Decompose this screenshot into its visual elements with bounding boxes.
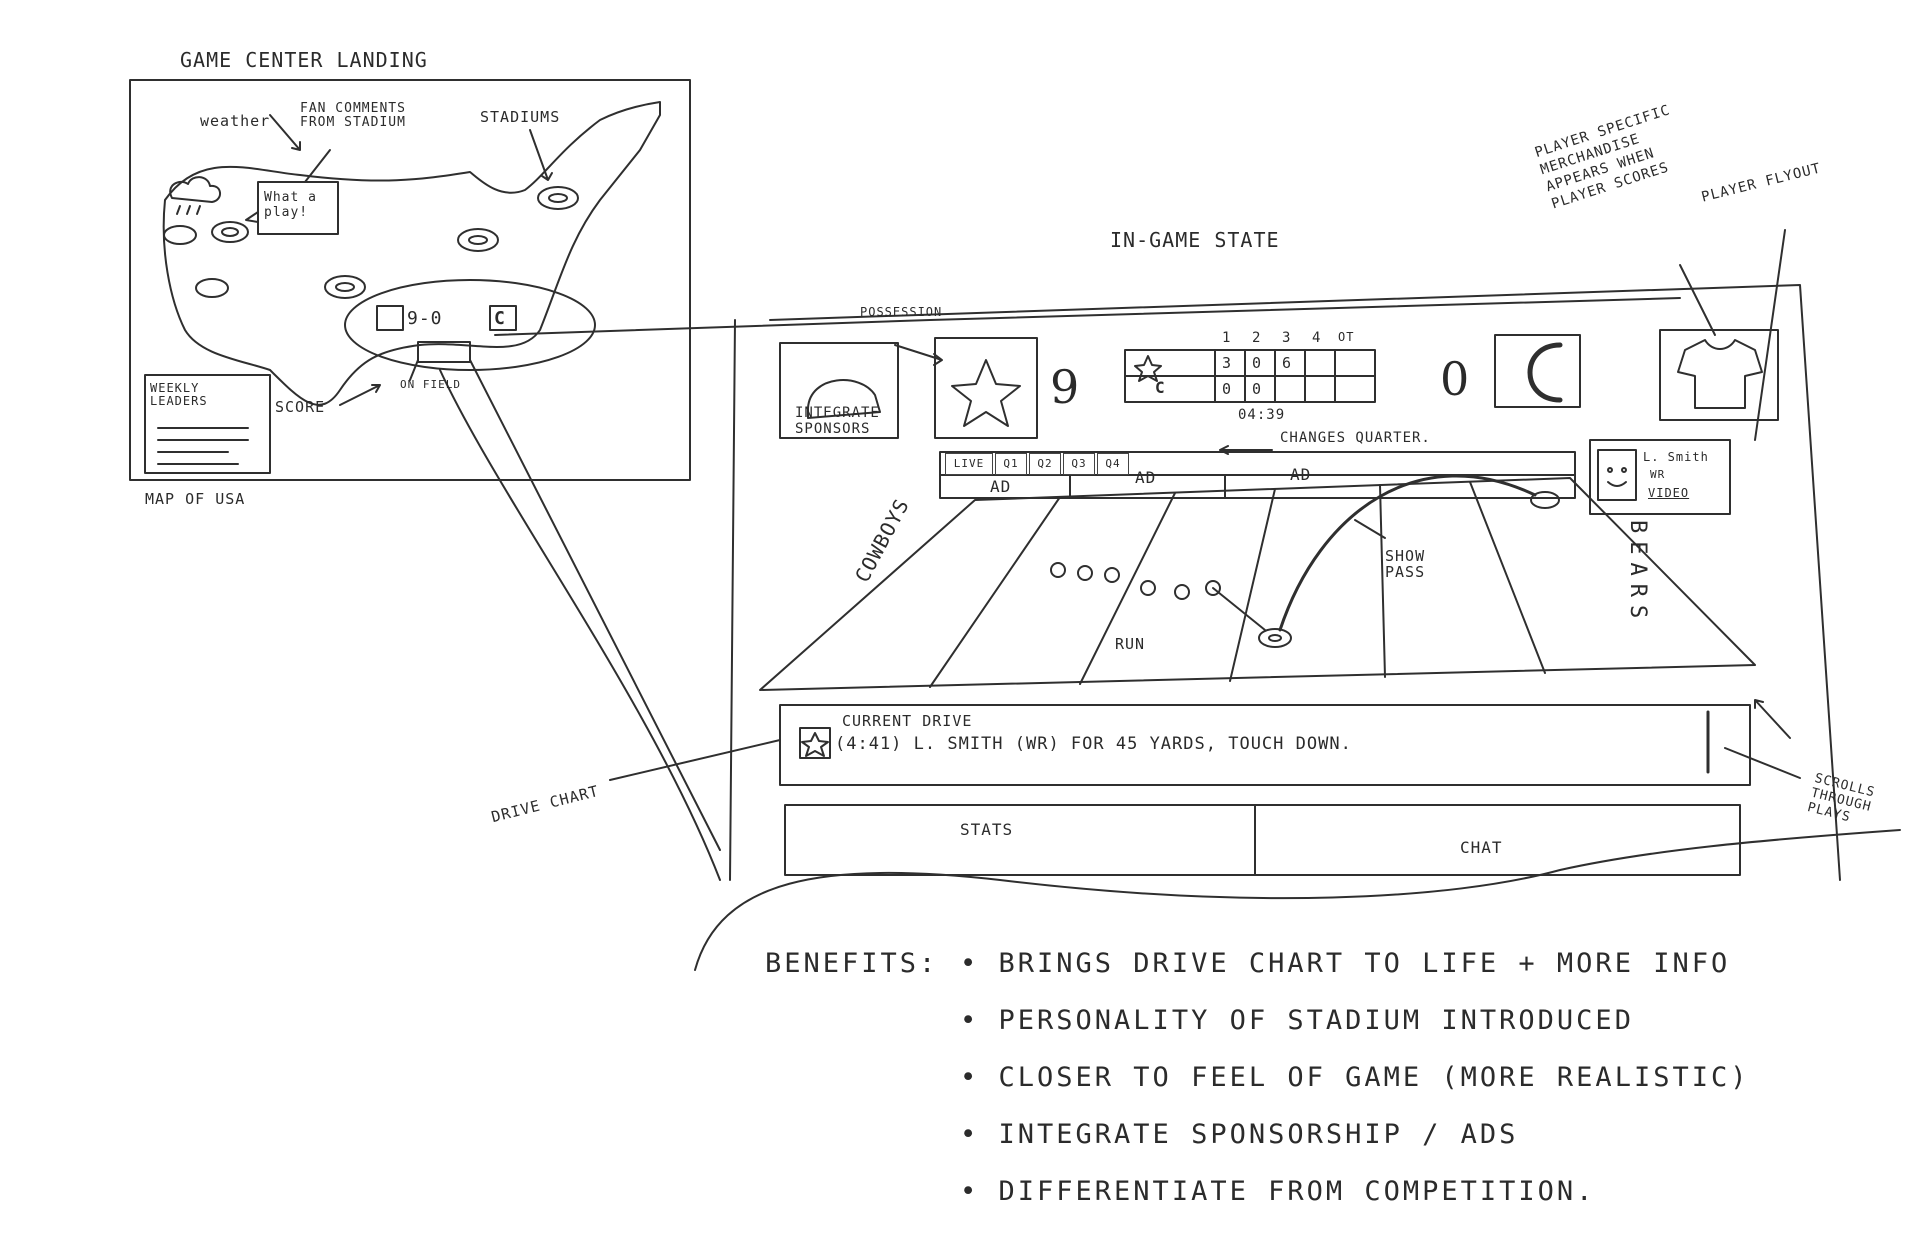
benefit-item-1-text: BRINGS DRIVE CHART TO LIFE + MORE INFO <box>998 948 1731 979</box>
benefit-item-2: • PERSONALITY OF STADIUM INTRODUCED <box>960 1005 1634 1036</box>
show-pass-label: SHOW PASS <box>1385 547 1426 581</box>
benefit-item-3-text: CLOSER TO FEEL OF GAME (MORE REALISTIC) <box>998 1062 1750 1093</box>
fan-comments-label: FAN COMMENTS FROM STADIUM <box>300 101 406 130</box>
c-logo-chip: C <box>494 308 506 329</box>
quarter-header-ot: OT <box>1338 330 1355 344</box>
drive-title: CURRENT DRIVE <box>842 712 973 730</box>
integrate-sponsors-label: INTEGRATE SPONSORS <box>795 405 880 437</box>
home-score: 9 <box>1050 360 1080 414</box>
benefit-item-4-text: INTEGRATE SPONSORSHIP / ADS <box>998 1119 1519 1150</box>
c-logo-small: C <box>1155 378 1166 397</box>
possession-label: POSSESSION <box>860 305 943 319</box>
run-label: RUN <box>1115 635 1146 653</box>
chat-tab[interactable]: CHAT <box>1460 838 1503 857</box>
stadiums-label: STADIUMS <box>480 108 561 126</box>
ad-slot-2[interactable]: AD <box>1135 468 1157 487</box>
quarter-header-2: 2 <box>1252 330 1262 346</box>
benefit-item-4: • INTEGRATE SPONSORSHIP / ADS <box>960 1119 1519 1150</box>
away-q2: 0 <box>1252 380 1263 398</box>
quarter-header-1: 1 <box>1222 330 1232 346</box>
landing-title: GAME CENTER LANDING <box>180 48 428 72</box>
benefit-item-2-text: PERSONALITY OF STADIUM INTRODUCED <box>998 1005 1634 1036</box>
away-q1: 0 <box>1222 380 1233 398</box>
benefit-item-3: • CLOSER TO FEEL OF GAME (MORE REALISTIC… <box>960 1062 1750 1093</box>
comment-bubble-text: What a play! <box>264 190 317 220</box>
drive-text: (4:41) L. SMITH (WR) FOR 45 YARDS, TOUCH… <box>835 734 1352 754</box>
benefit-item-5: • DIFFERENTIATE FROM COMPETITION. <box>960 1176 1596 1207</box>
ad-slot-3[interactable]: AD <box>1290 465 1312 484</box>
away-score: 0 <box>1440 352 1470 406</box>
weather-label: weather <box>200 112 271 130</box>
score-label: SCORE <box>275 398 326 416</box>
benefit-item-1: • BRINGS DRIVE CHART TO LIFE + MORE INFO <box>960 948 1731 979</box>
flyout-video-link[interactable]: VIDEO <box>1648 486 1690 500</box>
benefit-item-5-text: DIFFERENTIATE FROM COMPETITION. <box>998 1176 1596 1207</box>
quarter-header-4: 4 <box>1312 330 1322 346</box>
tab-live[interactable]: LIVE <box>945 453 993 475</box>
stats-tab[interactable]: STATS <box>960 820 1014 839</box>
flyout-name: L. Smith <box>1643 450 1709 464</box>
changes-quarter-label: CHANGES QUARTER. <box>1280 430 1431 446</box>
game-clock: 04:39 <box>1238 407 1286 423</box>
on-field-label: ON FIELD <box>400 378 461 391</box>
flyout-position: WR <box>1650 468 1666 481</box>
home-q1: 3 <box>1222 354 1233 372</box>
tab-q4[interactable]: Q4 <box>1097 453 1129 475</box>
map-label: MAP OF USA <box>145 490 246 508</box>
usa-map-outline <box>162 101 661 406</box>
tab-q1[interactable]: Q1 <box>995 453 1027 475</box>
tab-q2[interactable]: Q2 <box>1029 453 1061 475</box>
weekly-leaders-label: WEEKLY LEADERS <box>150 381 208 408</box>
home-q3: 6 <box>1282 354 1293 372</box>
ingame-title: IN-GAME STATE <box>1110 228 1280 252</box>
team-right-label: BEARS <box>1625 520 1650 627</box>
home-q2: 0 <box>1252 354 1263 372</box>
score-chip: 9-0 <box>407 308 443 329</box>
benefits-heading: BENEFITS: <box>765 948 939 979</box>
quarter-header-3: 3 <box>1282 330 1292 346</box>
tab-q3[interactable]: Q3 <box>1063 453 1095 475</box>
landing-frame <box>129 79 691 481</box>
ad-slot-1[interactable]: AD <box>990 477 1012 496</box>
